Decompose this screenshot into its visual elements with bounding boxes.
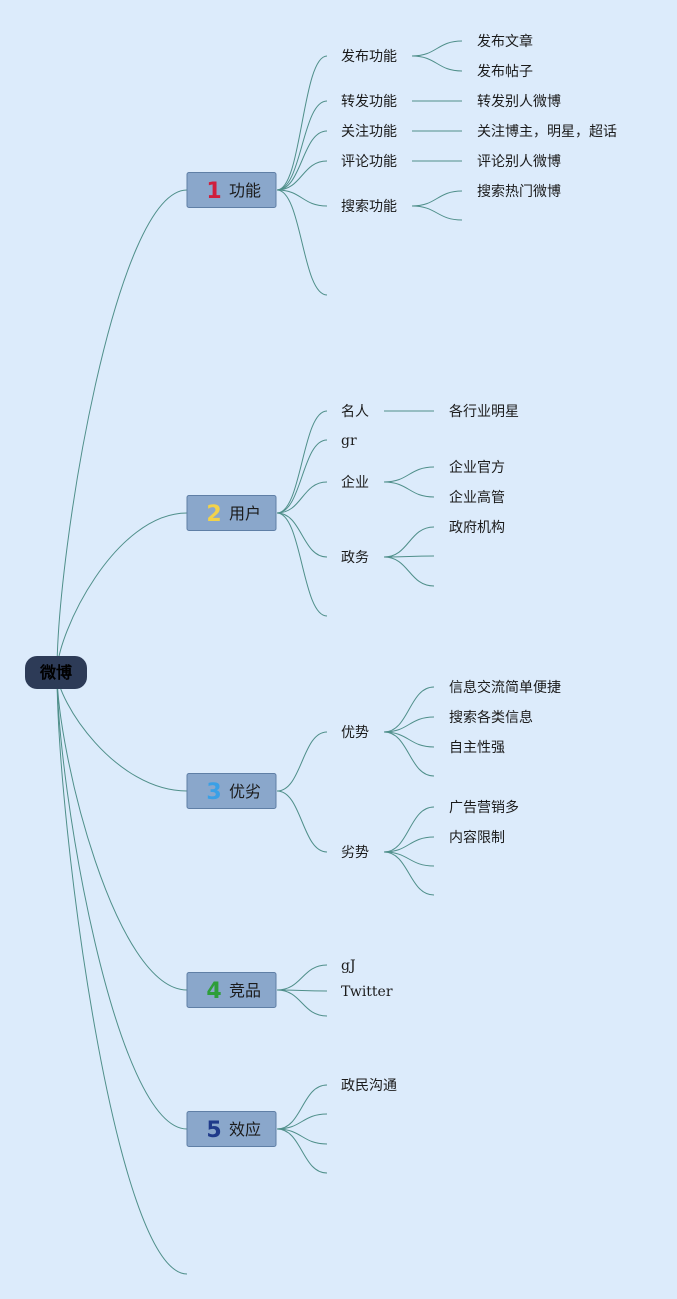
leaf-link xyxy=(383,716,435,733)
leaf-link xyxy=(411,190,463,207)
main-node-label: 功能 xyxy=(229,181,261,200)
branch-link xyxy=(276,481,328,514)
leaf-node-label: 广告营销多 xyxy=(449,799,519,816)
root-link xyxy=(56,512,188,673)
main-node-label: 效应 xyxy=(229,1120,261,1139)
branch-link xyxy=(276,130,328,191)
leaf-node-label: 政府机构 xyxy=(449,520,505,536)
main-node[interactable]: 4 竞品 xyxy=(186,972,277,1008)
sub-node-label: gr xyxy=(341,433,357,449)
main-node-box xyxy=(186,495,277,531)
leaf-link xyxy=(383,731,435,777)
leaf-link xyxy=(383,526,435,558)
branch-link xyxy=(276,189,328,296)
leaf-node-label: 企业高管 xyxy=(449,489,505,506)
root-link xyxy=(56,189,188,673)
branch-link xyxy=(276,731,328,792)
root-node[interactable]: 微博 xyxy=(25,656,87,689)
main-node[interactable]: 3 优劣 xyxy=(186,773,277,809)
main-node-box xyxy=(186,1111,277,1147)
main-node-number: 5 xyxy=(206,1118,221,1143)
leaf-link xyxy=(383,556,435,587)
leaf-node-label: 企业官方 xyxy=(449,459,505,476)
leaf-node-label: 自主性强 xyxy=(449,740,505,756)
branch-link xyxy=(276,1113,328,1130)
branch-link xyxy=(276,1084,328,1130)
branch-link xyxy=(276,1128,328,1145)
branch-link xyxy=(276,790,328,853)
branch-link xyxy=(276,1128,328,1174)
leaf-link xyxy=(383,466,435,483)
root-link xyxy=(56,671,188,991)
root-link xyxy=(56,671,188,1275)
sub-node-label: Twitter xyxy=(341,984,393,1000)
sub-node-label: 发布功能 xyxy=(341,49,397,65)
branch-link xyxy=(276,512,328,617)
main-node-box xyxy=(186,972,277,1008)
leaf-link xyxy=(383,555,435,558)
main-node-number: 3 xyxy=(206,780,221,805)
leaf-link xyxy=(411,205,463,221)
main-node-label: 用户 xyxy=(229,504,261,523)
leaf-node-label: 关注博主，明星，超话 xyxy=(477,123,617,140)
sub-node-label: gJ xyxy=(341,958,356,974)
leaf-node-label: 转发别人微博 xyxy=(477,93,561,110)
root-link xyxy=(56,671,188,1130)
leaf-link xyxy=(383,836,435,853)
sub-node-label: 优势 xyxy=(341,725,369,741)
sub-node-label: 劣势 xyxy=(341,845,369,861)
connector-lines xyxy=(56,40,463,1275)
branch-link xyxy=(276,189,328,207)
leaf-node-label: 内容限制 xyxy=(449,829,505,846)
leaf-node-label: 搜索热门微博 xyxy=(477,183,561,200)
main-node[interactable]: 2 用户 xyxy=(186,495,277,531)
root-link xyxy=(56,671,188,792)
main-node-label: 竞品 xyxy=(229,981,261,1000)
branch-link xyxy=(276,55,328,191)
leaf-node-label: 评论别人微博 xyxy=(477,153,561,170)
leaf-link xyxy=(411,55,463,72)
sub-node-label: 名人 xyxy=(341,404,369,420)
branch-link xyxy=(276,439,328,514)
main-node-box xyxy=(186,172,277,208)
sub-node-label: 搜索功能 xyxy=(341,198,397,215)
main-node[interactable]: 1 功能 xyxy=(186,172,277,208)
leaf-link xyxy=(383,481,435,498)
leaf-link xyxy=(411,40,463,57)
main-node-number: 2 xyxy=(206,502,221,527)
sub-node-label: 政务 xyxy=(341,550,369,566)
leaf-link xyxy=(383,851,435,896)
main-node-label: 优劣 xyxy=(229,782,261,801)
main-node-box xyxy=(186,773,277,809)
leaf-node-label: 搜索各类信息 xyxy=(449,709,533,726)
sub-node-label: 政民沟通 xyxy=(341,1078,397,1094)
main-node-number: 4 xyxy=(206,979,221,1004)
main-node-number: 1 xyxy=(206,179,221,204)
branch-link xyxy=(276,512,328,558)
leaf-link xyxy=(383,731,435,748)
leaf-node-label: 各行业明星 xyxy=(449,404,519,420)
leaf-link xyxy=(383,806,435,853)
main-node[interactable]: 5 效应 xyxy=(186,1111,277,1147)
root-label: 微博 xyxy=(39,663,72,682)
branch-link xyxy=(276,160,328,191)
branch-link xyxy=(276,410,328,514)
leaf-link xyxy=(383,686,435,733)
branch-link xyxy=(276,964,328,991)
leaf-node-label: 信息交流简单便捷 xyxy=(449,679,561,696)
sub-node-label: 企业 xyxy=(341,474,369,491)
branch-link xyxy=(276,989,328,1017)
leaf-link xyxy=(383,851,435,867)
sub-node-label: 评论功能 xyxy=(341,154,397,170)
leaf-node-label: 发布帖子 xyxy=(477,64,533,80)
sub-node-label: 转发功能 xyxy=(341,94,397,110)
leaf-node-label: 发布文章 xyxy=(477,33,533,50)
branch-link xyxy=(276,100,328,191)
sub-node-label: 关注功能 xyxy=(341,124,397,140)
